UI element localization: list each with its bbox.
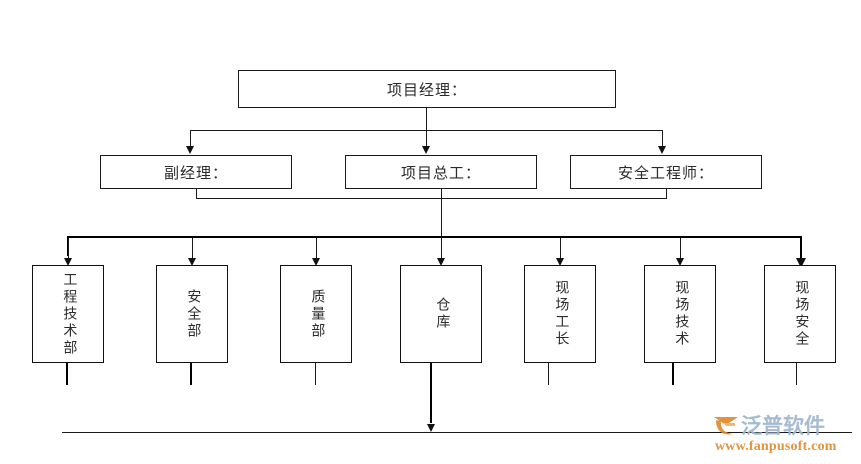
- connector-deputy-stub: [196, 189, 197, 199]
- connector-l3-drop-3: [316, 238, 317, 260]
- connector-l3-drop-6: [680, 238, 681, 260]
- node-label: 现场技术: [673, 280, 689, 348]
- connector-l2-drop-left: [190, 130, 191, 148]
- node-engineering-tech-dept: 工程技术部: [32, 265, 104, 363]
- node-site-safety: 现场安全: [764, 265, 836, 363]
- connector-l2-drop-center: [426, 130, 427, 148]
- node-site-foreman: 现场工长: [524, 265, 596, 363]
- connector-l2-drop-right: [662, 130, 663, 148]
- watermark-logo-row: 泛普软件: [713, 412, 853, 440]
- connector-l3-bus-right-cap: [800, 236, 802, 262]
- arrow-to-site-foreman: [556, 258, 564, 266]
- node-label: 副经理：: [163, 165, 228, 182]
- watermark-brand: 泛普软件: [741, 414, 825, 438]
- arrow-to-chief-engineer: [422, 146, 430, 154]
- node-label: 安全工程师：: [617, 165, 714, 182]
- node-label: 工程技术部: [61, 271, 77, 357]
- connector-bottom-rail: [62, 432, 852, 433]
- connector-l3-drop-2: [192, 238, 193, 260]
- node-quality-dept: 质量部: [280, 265, 352, 363]
- arrow-to-engineering-tech-dept: [64, 258, 72, 266]
- node-deputy-manager: 副经理：: [100, 155, 292, 189]
- node-label: 现场工长: [553, 280, 569, 348]
- node-label: 质量部: [309, 288, 325, 340]
- arrow-to-safety-engineer: [658, 146, 666, 154]
- arrow-to-site-safety: [796, 258, 806, 268]
- connector-bottom-stub-2: [190, 363, 192, 385]
- node-project-manager: 项目经理：: [238, 70, 616, 108]
- arrow-to-bottom-rail: [427, 424, 435, 432]
- connector-center-spine: [441, 189, 442, 237]
- node-warehouse: 仓库: [400, 265, 482, 363]
- arrow-to-safety-dept: [188, 258, 196, 266]
- connector-l3-drop-1: [68, 238, 69, 260]
- connector-l3-drop-4: [441, 238, 442, 260]
- connector-l1-drop: [426, 108, 427, 130]
- arrow-to-warehouse: [437, 258, 445, 266]
- node-label: 仓库: [434, 297, 450, 331]
- fanpu-logo-icon: [714, 417, 738, 435]
- connector-bottom-stub-7: [796, 363, 797, 385]
- connector-l3-bus: [67, 236, 802, 238]
- arrow-to-quality-dept: [312, 258, 320, 266]
- connector-bottom-stub-6: [672, 363, 674, 385]
- node-site-technician: 现场技术: [644, 265, 716, 363]
- node-chief-engineer: 项目总工：: [345, 155, 537, 189]
- watermark-url: www.fanpusoft.com: [715, 439, 837, 454]
- connector-l2-tiebar: [196, 198, 667, 199]
- node-label: 安全部: [185, 288, 201, 340]
- connector-bottom-stub-5: [548, 363, 549, 385]
- arrow-to-site-technician: [676, 258, 684, 266]
- node-safety-engineer: 安全工程师：: [570, 155, 762, 189]
- connector-bottom-stub-3: [315, 363, 316, 385]
- connector-safety-eng-stub: [666, 189, 667, 199]
- connector-bottom-stub-4: [430, 363, 432, 423]
- arrow-to-deputy-manager: [186, 146, 194, 154]
- node-label: 项目总工：: [400, 165, 481, 182]
- connector-bottom-stub-1: [66, 363, 68, 385]
- connector-l3-drop-5: [560, 238, 561, 260]
- node-label: 现场安全: [793, 280, 809, 348]
- node-safety-dept: 安全部: [156, 265, 228, 363]
- watermark: 泛普软件 www.fanpusoft.com: [713, 412, 853, 458]
- node-label: 项目经理：: [386, 82, 467, 99]
